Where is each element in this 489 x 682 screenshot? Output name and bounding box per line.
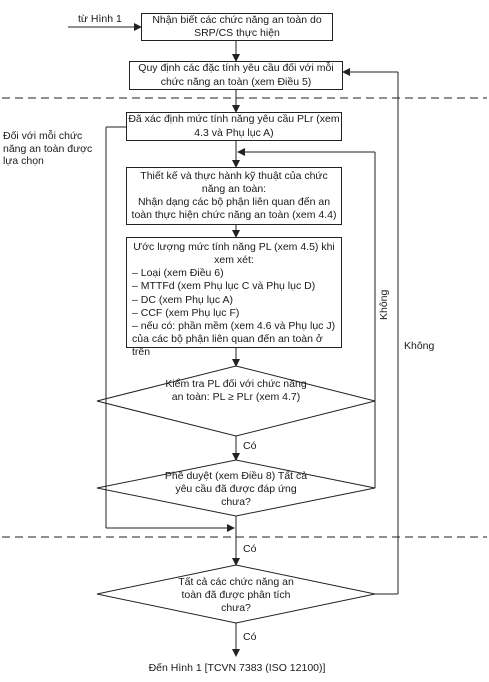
decision-analyzed-diamond xyxy=(96,564,376,624)
step-specify-text: Quy định các đặc tính yêu cầu đối với mỗ… xyxy=(138,62,334,88)
no-label-inner: Không xyxy=(378,289,390,320)
step-determine-plr-text: Đã xác định mức tính năng yêu cầu PLr (x… xyxy=(128,113,340,139)
step-design-box: Thiết kế và thực hành kỹ thuật của chức … xyxy=(126,167,342,225)
step-estimate-footer: của các bộ phận liên quan đến an toàn ở … xyxy=(132,332,323,358)
decision-analyzed-text: Tất cả các chức năng an toàn đã được phâ… xyxy=(178,576,294,615)
estimate-item: – Loại (xem Điều 6) xyxy=(132,267,224,280)
step-estimate-box: Ước lượng mức tính năng PL (xem 4.5) khi… xyxy=(126,237,342,358)
decision-verify-diamond xyxy=(96,365,376,437)
per-function-label: Đối với mỗi chức năng an toàn được lựa c… xyxy=(3,130,93,168)
decision-verify-text: Kiểm tra PL đối với chức năng an toàn: P… xyxy=(165,378,307,404)
step-specify-box: Quy định các đặc tính yêu cầu đối với mỗ… xyxy=(129,61,343,90)
step-determine-plr-box: Đã xác định mức tính năng yêu cầu PLr (x… xyxy=(126,112,342,141)
yes-label-verify: Có xyxy=(243,440,257,452)
step-design-line1: Thiết kế và thực hành kỹ thuật của chức … xyxy=(140,170,328,196)
entry-label: từ Hình 1 xyxy=(78,13,122,25)
step-identify-text: Nhận biết các chức năng an toàn do SRP/C… xyxy=(152,13,322,39)
estimate-item: – MTTFd (xem Phụ lục C và Phụ lục D) xyxy=(132,280,316,293)
step-design-line2: Nhận dạng các bộ phận liên quan đến an t… xyxy=(131,196,337,222)
step-estimate-list: – Loại (xem Điều 6) – MTTFd (xem Phụ lục… xyxy=(132,267,336,333)
step-estimate-title: Ước lượng mức tính năng PL (xem 4.5) khi… xyxy=(133,241,335,267)
decision-validate-diamond xyxy=(96,459,376,517)
estimate-item: – CCF (xem Phụ lục F) xyxy=(132,306,240,319)
estimate-item: – DC (xem Phụ lục A) xyxy=(132,293,233,306)
step-identify-box: Nhận biết các chức năng an toàn do SRP/C… xyxy=(141,13,333,41)
estimate-item: – nếu có: phần mềm (xem 4.6 và Phụ lục J… xyxy=(132,319,336,332)
decision-validate-text: Phê duyệt (xem Điều 8) Tất cả yêu cầu đã… xyxy=(164,470,308,509)
yes-label-analyzed: Có xyxy=(243,631,257,643)
yes-label-validate: Có xyxy=(243,543,257,555)
exit-label: Đến Hình 1 [TCVN 7383 (ISO 12100)] xyxy=(148,662,326,674)
no-label-outer: Không xyxy=(404,340,435,352)
